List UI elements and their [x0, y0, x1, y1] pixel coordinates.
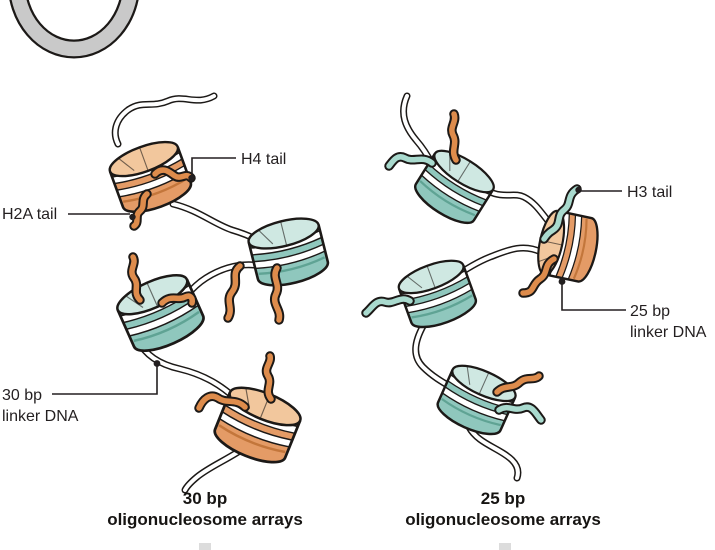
- h3-tail-squiggle: [541, 186, 580, 242]
- cropped-arrow-stub: [499, 543, 511, 550]
- h4-leader-line: [191, 157, 236, 175]
- linker-30bp-label-line1: 30 bp: [2, 387, 43, 404]
- caption-25bp-line2: oligonucleosome arrays: [405, 510, 601, 529]
- linker-30bp-anchor-dot: [153, 360, 161, 367]
- cropped-structure-curve: [9, 0, 139, 59]
- linker-25bp-label: 25 bp linker DNA: [630, 301, 706, 343]
- histone-tails-left: [127, 165, 285, 413]
- nucleosome: [244, 211, 333, 293]
- caption-30bp: 30 bp oligonucleosome arrays: [65, 488, 345, 530]
- caption-25bp-line1: 25 bp: [480, 489, 526, 508]
- right-leader-lines: [558, 186, 626, 311]
- left-leader-lines: [52, 157, 236, 395]
- h4-anchor-dot: [188, 174, 195, 182]
- h3-anchor-dot: [575, 186, 582, 194]
- histone-tails-right: [361, 109, 582, 425]
- h2a-tail-label: H2A tail: [2, 206, 58, 223]
- nucleosome: [431, 357, 522, 443]
- h3-tail-label: H3 tail: [627, 184, 673, 201]
- h4-tail-squiggle: [152, 167, 194, 181]
- linker-25bp-label-line2: linker DNA: [630, 324, 707, 341]
- right-panel-art: [361, 92, 626, 482]
- linker-30bp-label-line2: linker DNA: [2, 408, 79, 425]
- nucleosome: [111, 266, 210, 360]
- left-panel-art: [52, 92, 333, 494]
- caption-30bp-line1: 30 bp: [182, 489, 228, 508]
- linker-25bp-label-line1: 25 bp: [630, 303, 671, 320]
- h4-tail-label: H4 tail: [241, 151, 287, 168]
- caption-25bp: 25 bp oligonucleosome arrays: [363, 488, 643, 530]
- cropped-arrow-stub: [199, 543, 211, 550]
- h2a-anchor-dot: [129, 213, 136, 221]
- linker-25bp-anchor-dot: [558, 278, 566, 285]
- linker-30bp-leader-line: [52, 366, 158, 395]
- linker-30bp-label: 30 bp linker DNA: [2, 385, 78, 427]
- h2a-tail-squiggle: [131, 191, 150, 229]
- caption-30bp-line2: oligonucleosome arrays: [107, 510, 303, 529]
- linker-25bp-leader-line: [561, 284, 626, 311]
